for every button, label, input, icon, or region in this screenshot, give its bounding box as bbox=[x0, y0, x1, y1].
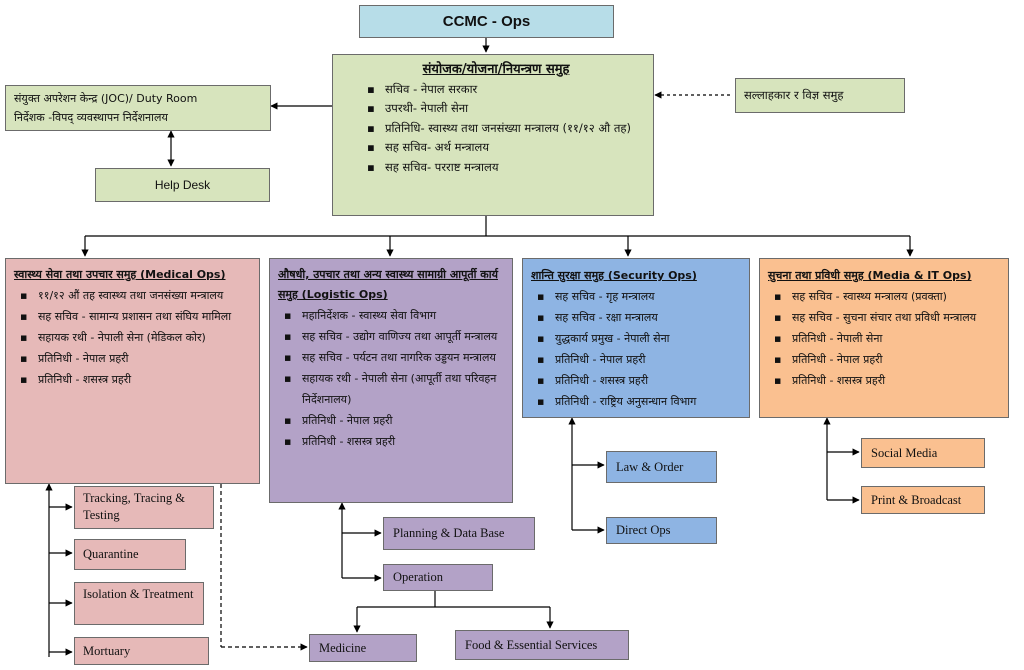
media-member: प्रतिनिधी - नेपाली सेना bbox=[768, 328, 1002, 349]
media-it-ops-title: सुचना तथा प्रविधी समुह (Media & IT Ops) bbox=[768, 269, 972, 282]
security-member: सह सचिव - गृह मन्त्रालय bbox=[531, 286, 743, 307]
coordination-member: प्रतिनिधि- स्वास्थ्य तथा जनसंख्या मन्त्र… bbox=[361, 119, 645, 139]
advisory-group-box: सल्लाहकार र विज्ञ समुह bbox=[735, 78, 905, 113]
media-member: सह सचिव - सुचना संचार तथा प्रविधी मन्त्र… bbox=[768, 307, 1002, 328]
food-essential-services-box: Food & Essential Services bbox=[455, 630, 629, 660]
advisory-group-label: सल्लाहकार र विज्ञ समुह bbox=[744, 88, 844, 102]
medical-member: प्रतिनिधी - नेपाल प्रहरी bbox=[14, 348, 253, 369]
medical-member: सह सचिव - सामान्य प्रशासन तथा संघिय मामि… bbox=[14, 306, 253, 327]
social-media-box: Social Media bbox=[861, 438, 985, 468]
coordination-member: सह सचिव- परराष्ट मन्त्रालय bbox=[361, 158, 645, 178]
logistic-member: प्रतिनिधी - शसस्त्र प्रहरी bbox=[278, 431, 506, 452]
security-ops-title: शान्ति सुरक्षा समुह (Security Ops) bbox=[531, 269, 697, 282]
joc-line-1: संयुक्त अपरेशन केन्द्र (JOC)/ Duty Room bbox=[14, 92, 198, 105]
media-member: सह सचिव - स्वास्थ्य मन्त्रालय (प्रवक्ता) bbox=[768, 286, 1002, 307]
medical-member: सहायक रथी - नेपाली सेना (मेडिकल कोर) bbox=[14, 327, 253, 348]
security-member: सह सचिव - रक्षा मन्त्रालय bbox=[531, 307, 743, 328]
isolation-treatment-box: Isolation & Treatment bbox=[74, 582, 204, 625]
ccmc-ops-box: CCMC - Ops bbox=[359, 5, 614, 38]
media-it-ops-members: सह सचिव - स्वास्थ्य मन्त्रालय (प्रवक्ता)… bbox=[768, 286, 1002, 391]
print-broadcast-box: Print & Broadcast bbox=[861, 486, 985, 514]
ccmc-ops-label: CCMC - Ops bbox=[442, 13, 531, 30]
logistic-ops-box: औषधी, उपचार तथा अन्य स्वास्थ्य सामाग्री … bbox=[269, 258, 513, 503]
tracking-tracing-testing-label: Tracking, Tracing & Testing bbox=[83, 491, 185, 522]
coordination-member: उपरथी- नेपाली सेना bbox=[361, 99, 645, 119]
direct-ops-label: Direct Ops bbox=[616, 523, 671, 537]
security-member: प्रतिनिधी - नेपाल प्रहरी bbox=[531, 349, 743, 370]
law-order-label: Law & Order bbox=[616, 459, 684, 474]
isolation-treatment-label: Isolation & Treatment bbox=[83, 587, 194, 601]
medical-ops-members: ११/१२ औं तह स्वास्थ्य तथा जनसंख्या मन्त्… bbox=[14, 285, 253, 390]
medical-ops-title: स्वास्थ्य सेवा तथा उपचार समुह (Medical O… bbox=[14, 268, 226, 281]
print-broadcast-label: Print & Broadcast bbox=[871, 492, 962, 507]
logistic-ops-title: औषधी, उपचार तथा अन्य स्वास्थ्य सामाग्री … bbox=[278, 268, 498, 301]
planning-database-label: Planning & Data Base bbox=[393, 526, 505, 540]
operation-label: Operation bbox=[393, 570, 443, 584]
coordination-members-list: सचिव - नेपाल सरकार उपरथी- नेपाली सेना प्… bbox=[347, 80, 645, 178]
medical-member: ११/१२ औं तह स्वास्थ्य तथा जनसंख्या मन्त्… bbox=[14, 285, 253, 306]
coordination-group-title: संयोजक/योजना/नियन्त्रण समुह bbox=[422, 62, 570, 77]
medical-member: प्रतिनिधी - शसस्त्र प्रहरी bbox=[14, 369, 253, 390]
food-essential-services-label: Food & Essential Services bbox=[465, 637, 598, 652]
logistic-member: महानिर्देशक - स्वास्थ्य सेवा विभाग bbox=[278, 305, 506, 326]
medicine-label: Medicine bbox=[319, 640, 367, 655]
media-it-ops-box: सुचना तथा प्रविधी समुह (Media & IT Ops) … bbox=[759, 258, 1009, 418]
coordination-member: सह सचिव- अर्थ मन्त्रालय bbox=[361, 138, 645, 158]
media-member: प्रतिनिधी - नेपाल प्रहरी bbox=[768, 349, 1002, 370]
quarantine-box: Quarantine bbox=[74, 539, 186, 570]
security-member: प्रतिनिधी - शसस्त्र प्रहरी bbox=[531, 370, 743, 391]
help-desk-label: Help Desk bbox=[154, 178, 211, 192]
security-ops-box: शान्ति सुरक्षा समुह (Security Ops) सह सच… bbox=[522, 258, 750, 418]
social-media-label: Social Media bbox=[871, 445, 938, 460]
logistic-member: सह सचिव - उद्योग वाणिज्य तथा आपूर्ती मन्… bbox=[278, 326, 506, 347]
mortuary-label: Mortuary bbox=[83, 643, 131, 658]
security-ops-members: सह सचिव - गृह मन्त्रालय सह सचिव - रक्षा … bbox=[531, 286, 743, 412]
logistic-member: सह सचिव - पर्यटन तथा नागरिक उड्डयन मन्त्… bbox=[278, 347, 506, 368]
coordination-group-box: संयोजक/योजना/नियन्त्रण समुह सचिव - नेपाल… bbox=[332, 54, 654, 216]
logistic-member: सहायक रथी - नेपाली सेना (आपूर्ती तथा परि… bbox=[278, 368, 506, 410]
joc-line-2: निर्देशक -विपद् व्यवस्थापन निर्देशनालय bbox=[14, 111, 168, 124]
help-desk-box: Help Desk bbox=[95, 168, 270, 202]
medical-ops-box: स्वास्थ्य सेवा तथा उपचार समुह (Medical O… bbox=[5, 258, 260, 484]
security-member: प्रतिनिधी - राष्ट्रिय अनुसन्धान विभाग bbox=[531, 391, 743, 412]
quarantine-label: Quarantine bbox=[83, 547, 139, 561]
joc-duty-room-box: संयुक्त अपरेशन केन्द्र (JOC)/ Duty Room … bbox=[5, 85, 271, 131]
coordination-member: सचिव - नेपाल सरकार bbox=[361, 80, 645, 100]
direct-ops-box: Direct Ops bbox=[606, 517, 717, 544]
media-member: प्रतिनिधी - शसस्त्र प्रहरी bbox=[768, 370, 1002, 391]
tracking-tracing-testing-box: Tracking, Tracing & Testing bbox=[74, 486, 214, 529]
operation-box: Operation bbox=[383, 564, 493, 591]
mortuary-box: Mortuary bbox=[74, 637, 209, 665]
security-member: युद्धकार्य प्रमुख - नेपाली सेना bbox=[531, 328, 743, 349]
planning-database-box: Planning & Data Base bbox=[383, 517, 535, 550]
medicine-box: Medicine bbox=[309, 634, 417, 662]
logistic-member: प्रतिनिधी - नेपाल प्रहरी bbox=[278, 410, 506, 431]
law-order-box: Law & Order bbox=[606, 451, 717, 483]
logistic-ops-members: महानिर्देशक - स्वास्थ्य सेवा विभाग सह सच… bbox=[278, 305, 506, 452]
